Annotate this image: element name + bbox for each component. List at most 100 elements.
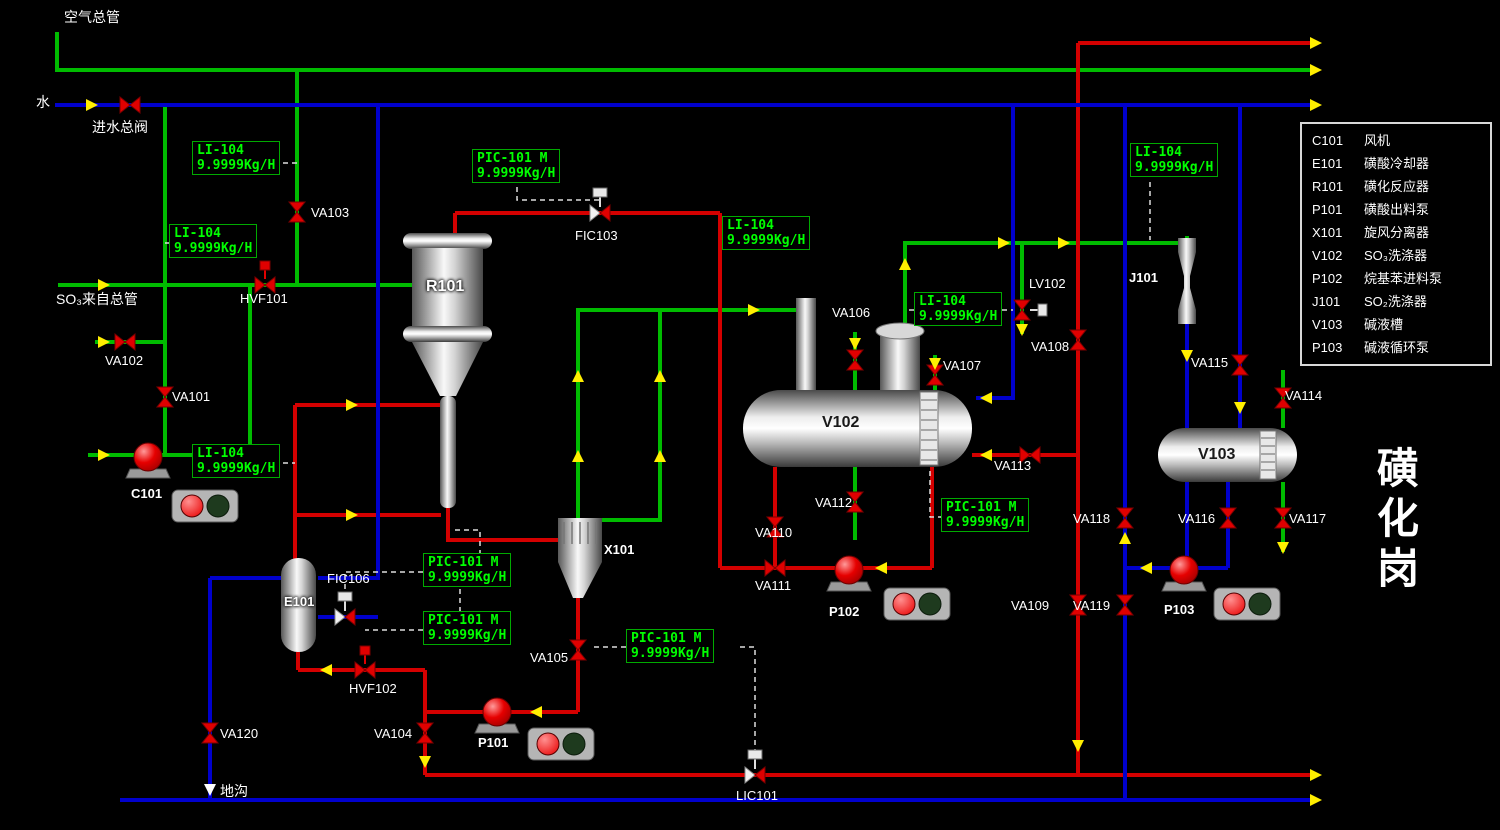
tag-hvf102: HVF102	[349, 681, 397, 696]
instrument-value: 9.9999Kg/H	[1135, 160, 1214, 175]
tag-c101: C101	[131, 486, 163, 501]
tag-va104: VA104	[374, 726, 413, 741]
instrument-tag: PIC-101 M	[428, 613, 499, 628]
page-title-char: 化	[1376, 495, 1419, 542]
instrument-tag: PIC-101 M	[631, 631, 702, 646]
instrument-value: 9.9999Kg/H	[727, 233, 806, 248]
instrument-tag: LI-104	[197, 143, 244, 158]
tag-r101: R101	[426, 278, 465, 295]
instrument-li104-5[interactable]: LI-104 9.9999Kg/H	[914, 292, 1003, 326]
legend-name: 磺化反应器	[1364, 179, 1430, 194]
valve-va105[interactable]	[569, 639, 587, 661]
tag-va119: VA119	[1073, 598, 1111, 613]
tag-fic103: FIC103	[575, 228, 618, 243]
valve-va119[interactable]	[1116, 594, 1134, 616]
valve-va108[interactable]	[1069, 329, 1087, 351]
instrument-li104-3[interactable]: LI-104 9.9999Kg/H	[192, 444, 281, 478]
instrument-value: 9.9999Kg/H	[946, 515, 1025, 530]
tag-v103: V103	[1198, 446, 1236, 463]
valve-lic101[interactable]	[744, 749, 766, 784]
valve-hvf102[interactable]	[354, 645, 376, 679]
status-light-p101[interactable]	[527, 727, 595, 761]
vessel-r101[interactable]	[403, 233, 492, 508]
legend-code: E101	[1312, 156, 1343, 171]
legend-name: 烷基苯进料泵	[1364, 271, 1443, 286]
instrument-li104-4[interactable]: LI-104 9.9999Kg/H	[722, 216, 811, 250]
legend-code: C101	[1312, 133, 1344, 148]
status-light-p102[interactable]	[883, 587, 951, 621]
legend-name: SO₂洗涤器	[1364, 294, 1427, 309]
valve-water-main[interactable]	[119, 96, 141, 114]
tag-lv102: LV102	[1029, 276, 1066, 291]
valve-va104[interactable]	[416, 722, 434, 744]
tag-p103: P103	[1164, 602, 1195, 617]
instrument-pic101-2[interactable]: PIC-101 M 9.9999Kg/H	[423, 553, 512, 587]
instrument-tag: PIC-101 M	[477, 151, 548, 166]
vessel-j101[interactable]	[1178, 238, 1196, 324]
tag-lic101: LIC101	[736, 788, 778, 803]
legend-row: C101 风机	[1302, 129, 1490, 152]
page-title-char: 岗	[1376, 545, 1419, 592]
valve-va120[interactable]	[201, 722, 219, 744]
tag-va102: VA102	[105, 353, 144, 368]
instrument-tag: LI-104	[919, 294, 966, 309]
tag-va108: VA108	[1031, 339, 1070, 354]
instrument-value: 9.9999Kg/H	[428, 570, 507, 585]
instrument-li104-2[interactable]: LI-104 9.9999Kg/H	[169, 224, 258, 258]
valve-lv102[interactable]	[1013, 299, 1048, 321]
status-light-p103[interactable]	[1213, 587, 1281, 621]
vessel-e101[interactable]	[281, 558, 316, 652]
legend-code: V103	[1312, 317, 1343, 332]
legend-code: P103	[1312, 340, 1343, 355]
drain-arrow-icon	[204, 784, 216, 796]
legend-name: 磺酸出料泵	[1364, 202, 1430, 217]
instrument-value: 9.9999Kg/H	[197, 158, 276, 173]
instrument-pic101-4[interactable]: PIC-101 M 9.9999Kg/H	[626, 629, 715, 663]
valve-fic106[interactable]	[334, 591, 356, 626]
instrument-pic101-1[interactable]: PIC-101 M 9.9999Kg/H	[472, 149, 561, 183]
instrument-tag: PIC-101 M	[946, 500, 1017, 515]
pump-p103[interactable]	[1161, 555, 1207, 592]
tag-va116: VA116	[1178, 511, 1216, 526]
tag-x101: X101	[604, 542, 635, 557]
instrument-value: 9.9999Kg/H	[428, 628, 507, 643]
valve-fic103[interactable]	[589, 187, 611, 222]
valve-hvf101[interactable]	[254, 260, 276, 294]
vessel-v103[interactable]	[1158, 428, 1297, 482]
pump-p101[interactable]	[474, 697, 520, 734]
valve-va115[interactable]	[1231, 354, 1249, 376]
legend-name: 风机	[1364, 133, 1391, 148]
valve-va102[interactable]	[114, 333, 136, 351]
instrument-li104-6[interactable]: LI-104 9.9999Kg/H	[1130, 143, 1219, 177]
tag-va113: VA113	[994, 458, 1032, 473]
instrument-pic101-3[interactable]: PIC-101 M 9.9999Kg/H	[423, 611, 512, 645]
tag-j101: J101	[1129, 270, 1158, 285]
valve-va106[interactable]	[846, 349, 864, 371]
legend-code: P102	[1312, 271, 1343, 286]
so3-from-main-label: SO₃来自总管	[56, 291, 138, 307]
tag-hvf101: HVF101	[240, 291, 288, 306]
instrument-li104-1[interactable]: LI-104 9.9999Kg/H	[192, 141, 281, 175]
instrument-value: 9.9999Kg/H	[919, 309, 998, 324]
vessel-x101[interactable]	[558, 518, 602, 598]
tag-p102: P102	[829, 604, 860, 619]
water-main-valve-label: 进水总阀	[92, 119, 148, 135]
valve-va101[interactable]	[156, 386, 174, 408]
valve-va118[interactable]	[1116, 507, 1134, 529]
instrument-pic101-5[interactable]: PIC-101 M 9.9999Kg/H	[941, 498, 1030, 532]
valve-va116[interactable]	[1219, 507, 1237, 529]
instrument-value: 9.9999Kg/H	[631, 646, 710, 661]
status-light-c101[interactable]	[171, 489, 239, 523]
vessel-v102[interactable]	[743, 298, 972, 467]
instrument-value: 9.9999Kg/H	[174, 241, 253, 256]
tag-p101: P101	[478, 735, 509, 750]
tag-va120: VA120	[220, 726, 259, 741]
valve-va103[interactable]	[288, 201, 306, 223]
pump-p102[interactable]	[826, 555, 872, 592]
instrument-tag: LI-104	[174, 226, 221, 241]
